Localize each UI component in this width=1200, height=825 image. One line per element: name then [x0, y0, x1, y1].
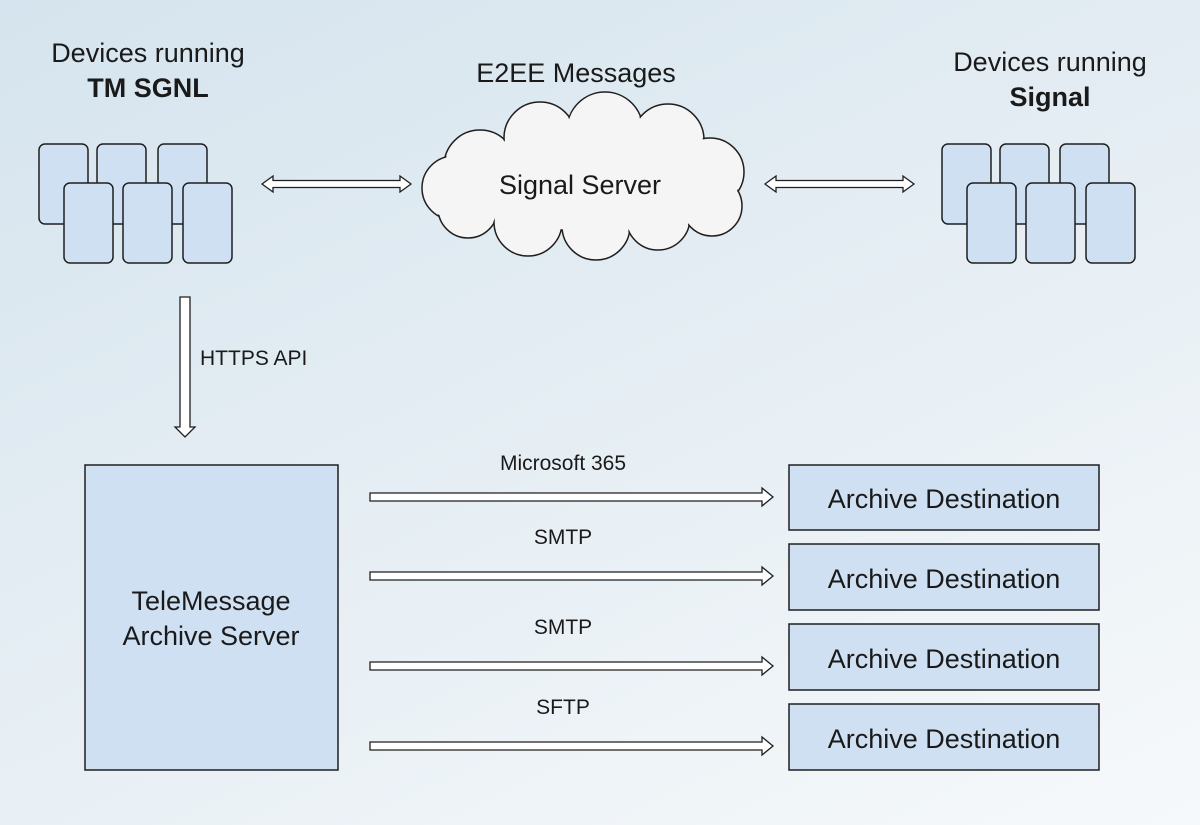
devices-running-text: Devices running	[51, 38, 245, 68]
signal-device-cluster	[941, 143, 1136, 264]
route-protocol-label: SFTP	[536, 696, 590, 719]
signal-text: Signal	[1009, 82, 1091, 113]
archive-destination-label: Archive Destination	[827, 484, 1061, 514]
device-phone	[966, 182, 1017, 264]
archive-server-label: TeleMessage Archive Server	[86, 584, 336, 654]
route-protocol-label: SMTP	[533, 526, 593, 549]
route-arrow	[369, 565, 775, 587]
device-phone	[1025, 182, 1076, 264]
double-arrow-right	[763, 174, 916, 194]
archive-destination-box	[788, 464, 1100, 531]
tm-sgnl-text: TM SGNL	[87, 73, 209, 104]
route-arrow	[369, 735, 775, 757]
device-phone	[63, 182, 114, 264]
route-arrow	[369, 486, 775, 508]
archive-destination-box	[788, 543, 1100, 611]
device-phone	[182, 182, 233, 264]
signal-server-cloud	[421, 91, 745, 261]
devices-running-text: Devices running	[953, 47, 1147, 77]
device-phone	[1085, 182, 1136, 264]
archive-server-box	[84, 464, 339, 771]
tm-sgnl-device-cluster	[38, 143, 233, 264]
route-protocol-label: Microsoft 365	[499, 452, 627, 475]
https-api-label: HTTPS API	[200, 347, 308, 370]
archive-destination-label: Archive Destination	[827, 724, 1061, 754]
archive-destination-label: Archive Destination	[827, 564, 1061, 594]
signal-devices-label: Devices running Signal	[930, 45, 1170, 115]
double-arrow-left	[260, 174, 413, 194]
https-api-arrow	[173, 296, 197, 438]
device-phone	[122, 182, 173, 264]
route-arrow	[369, 655, 775, 677]
archive-destination-label: Archive Destination	[827, 644, 1061, 674]
tm-sgnl-devices-label: Devices running TM SGNL	[28, 36, 268, 106]
archive-destination-box	[788, 623, 1100, 691]
route-protocol-label: SMTP	[533, 616, 593, 639]
archive-server-line1: TeleMessage	[131, 586, 291, 616]
e2ee-messages-label: E2EE Messages	[476, 58, 676, 88]
archive-destination-box	[788, 703, 1100, 771]
archive-server-line2: Archive Server	[122, 621, 300, 652]
signal-server-label: Signal Server	[498, 170, 662, 200]
